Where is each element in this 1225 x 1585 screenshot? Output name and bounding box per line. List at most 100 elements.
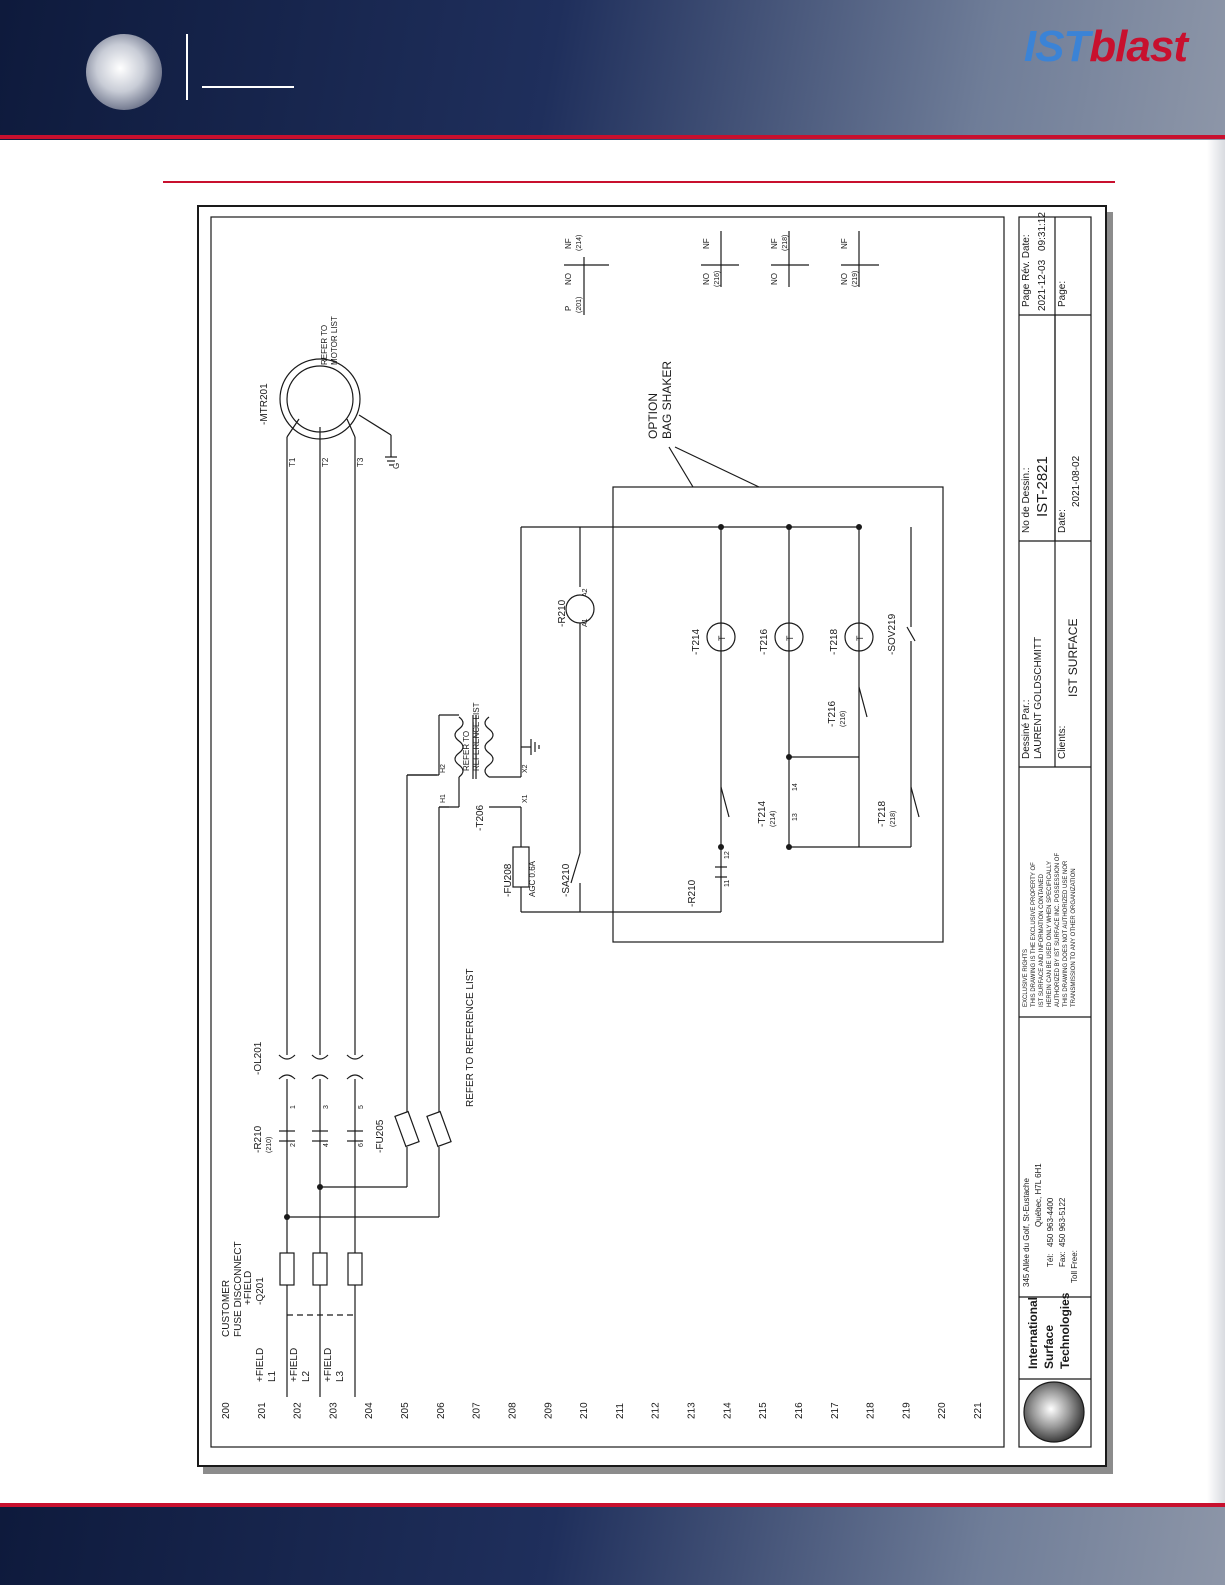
- term-2: 2: [290, 1143, 297, 1147]
- rights-line-2: IST SURFACE AND INFORMATION CONTAINED: [1039, 873, 1045, 1007]
- line-number: 213: [687, 1402, 698, 1419]
- ct-ref-218: (218): [782, 235, 789, 251]
- label-t216-contact: -T216: [827, 700, 838, 727]
- line-number: 209: [543, 1402, 554, 1419]
- page-label: Page:: [1057, 281, 1068, 307]
- company-line-1: International: [1026, 1297, 1040, 1369]
- line-number: 203: [328, 1402, 339, 1419]
- label-refer-motor-1: REFER TO: [320, 325, 329, 365]
- coil-t216-letter: T: [785, 635, 795, 641]
- term-5: 5: [358, 1105, 365, 1109]
- fuse-fu208: [512, 846, 530, 888]
- terminal-t2: T2: [321, 457, 330, 467]
- line-number: 205: [400, 1402, 411, 1419]
- address-line-1: 345 Allée du Golf, St-Eustache: [1022, 1177, 1031, 1287]
- label-option: OPTION: [646, 393, 660, 439]
- line-number: 219: [901, 1402, 912, 1419]
- term-4: 4: [323, 1143, 330, 1147]
- logo-text-ist: IST: [1023, 22, 1090, 71]
- coil-t214: [706, 622, 736, 652]
- label-field-l2: +FIELD: [289, 1348, 300, 1382]
- label-r210-contactor: -R210: [253, 1125, 264, 1153]
- label-l3: L3: [335, 1370, 346, 1382]
- tel-label: Tél:: [1046, 1254, 1055, 1267]
- motor-mtr201: [279, 358, 361, 440]
- header-underline: [202, 86, 294, 88]
- label-sa210: -SA210: [561, 863, 572, 897]
- ct-p: P: [564, 306, 573, 311]
- coil-t218-letter: T: [855, 635, 865, 641]
- ct-nf-219: NF: [840, 238, 849, 249]
- label-t218-contact-ref: (218): [890, 811, 897, 827]
- ct-nf-218: NF: [770, 238, 779, 249]
- line-number: 216: [794, 1402, 805, 1419]
- fax-value: 450 963-5122: [1058, 1197, 1067, 1247]
- fuse-q201-l1: [279, 1252, 295, 1286]
- coil-r210: [565, 594, 595, 624]
- clients-label: Clients:: [1057, 726, 1068, 759]
- power-circuit: [278, 358, 452, 1397]
- label-l2: L2: [301, 1370, 312, 1382]
- drawing-no-label: No de Dessin.:: [1021, 467, 1032, 533]
- terminal-g: G: [392, 463, 401, 469]
- tel-value: 450 963-4400: [1046, 1197, 1055, 1247]
- term-6: 6: [358, 1143, 365, 1147]
- term-13: 13: [792, 813, 799, 821]
- term-14: 14: [792, 783, 799, 791]
- ct-ref-219: (219): [852, 271, 859, 287]
- label-q201: -Q201: [255, 1277, 266, 1305]
- label-t216-contact-ref: (216): [840, 711, 847, 727]
- inner-frame: [210, 216, 1005, 1448]
- line-number: 214: [722, 1402, 733, 1419]
- ist-globe-logo: [1023, 1381, 1085, 1443]
- label-t214-contact: -T214: [757, 800, 768, 827]
- page-right-edge: [1207, 140, 1225, 1503]
- rev-time-value: 09:31:12: [1037, 212, 1048, 251]
- client-value: IST SURFACE: [1066, 619, 1080, 697]
- label-t214-contact-ref: (214): [770, 811, 777, 827]
- label-t216-coil: -T216: [759, 628, 770, 655]
- ct-ref-201: (201): [576, 297, 583, 313]
- label-fu205: -FU205: [375, 1119, 386, 1153]
- header-red-stripe: [0, 135, 1225, 139]
- company-line-2: Surface: [1042, 1325, 1056, 1369]
- transformer-primary: [454, 716, 464, 778]
- label-sov219: -SOV219: [887, 613, 898, 655]
- line-number: 211: [615, 1403, 626, 1419]
- ct-nf-216: NF: [702, 238, 711, 249]
- label-layer: CUSTOMER FUSE DISCONNECT +FIELD -Q201 +F…: [221, 235, 898, 1382]
- ct-nf-201: NF: [564, 238, 573, 249]
- rights-line-6: TRANSMISSION TO ANY OTHER ORGANIZATION: [1071, 868, 1077, 1007]
- title-block-text: International Surface Technologies 345 A…: [1021, 212, 1082, 1369]
- logo-text-blast: blast: [1089, 22, 1188, 71]
- ct-no-201: NO: [564, 273, 573, 285]
- term-11: 11: [724, 880, 731, 887]
- line-number: 202: [293, 1402, 304, 1419]
- label-refer-ref-2: REFERENCE LIST: [472, 702, 481, 771]
- label-field-q201: +FIELD: [243, 1271, 254, 1305]
- label-fu208: -FU208: [503, 863, 514, 897]
- ct-no-218: NO: [770, 273, 779, 285]
- control-circuit: [407, 231, 944, 943]
- label-t218-contact: -T218: [877, 800, 888, 827]
- label-r210-ref: (210): [266, 1137, 273, 1153]
- coil-t218: [844, 622, 874, 652]
- title-block: [1018, 216, 1092, 1448]
- fuse-q201-l2: [312, 1252, 328, 1286]
- line-number: 217: [830, 1402, 841, 1419]
- label-refer-reference-list: REFER TO REFERENCE LIST: [465, 968, 476, 1107]
- label-mtr201: -MTR201: [259, 383, 270, 425]
- term-x1: X1: [522, 794, 529, 803]
- address-line-2: Québec, H7L 6H1: [1034, 1163, 1043, 1227]
- date-value: 2021-08-02: [1071, 455, 1082, 507]
- label-bag-shaker: BAG SHAKER: [660, 361, 674, 439]
- globe-logo: [86, 34, 162, 110]
- label-fu208-rating: AGC 0.6A: [528, 860, 537, 897]
- rights-line-1: THIS DRAWING IS THE EXCLUSIVE PROPERTY O…: [1031, 862, 1037, 1007]
- line-number: 207: [472, 1402, 483, 1419]
- line-number: 220: [937, 1402, 948, 1419]
- line-number: 208: [507, 1402, 518, 1419]
